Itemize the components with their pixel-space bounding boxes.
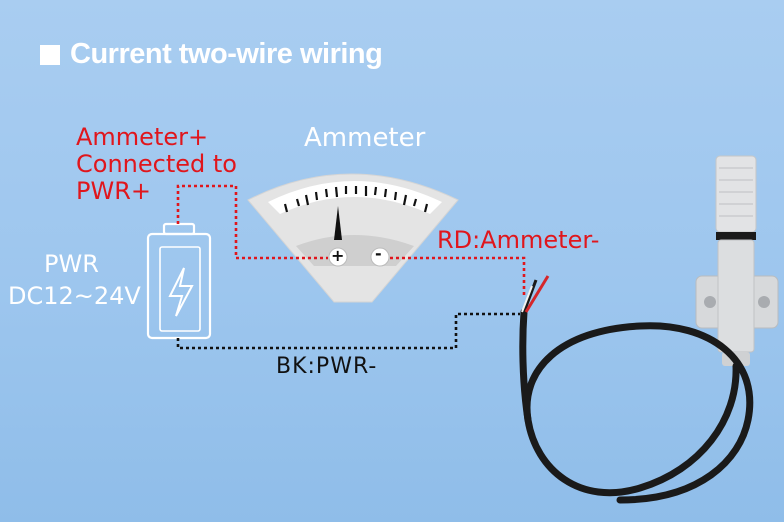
- pwr-label: PWR: [44, 250, 99, 278]
- red-wire-ammeter-minus: [390, 256, 526, 296]
- ammeter-plus-label-line3: PWR+: [76, 177, 151, 205]
- minus-terminal: [370, 247, 390, 267]
- red-wire-pwr-plus: [176, 184, 328, 260]
- meter-scale-ticks: [283, 186, 429, 213]
- title-text: Current two-wire wiring: [70, 38, 383, 70]
- meter-needle: [334, 206, 342, 240]
- minus-terminal-label: -: [375, 244, 382, 263]
- power-supply-icon: [146, 222, 212, 340]
- rd-wire-label: RD:Ammeter-: [437, 226, 600, 254]
- ammeter-title: Ammeter: [304, 123, 426, 153]
- bk-wire-label: BK:PWR-: [276, 354, 378, 379]
- black-wire-pwr-minus: [176, 312, 520, 350]
- title-bullet-square: [40, 44, 60, 65]
- ammeter-meter: [247, 173, 459, 303]
- pwr-voltage-label: DC12~24V: [8, 282, 141, 310]
- plus-terminal: [328, 247, 348, 267]
- sensor-probe: [519, 155, 779, 504]
- ammeter-plus-label-line2: Connected to: [76, 150, 237, 178]
- plus-terminal-label: +: [331, 246, 345, 265]
- section-title: Current two-wire wiring: [40, 38, 383, 71]
- ammeter-plus-label-line1: Ammeter+: [76, 123, 209, 151]
